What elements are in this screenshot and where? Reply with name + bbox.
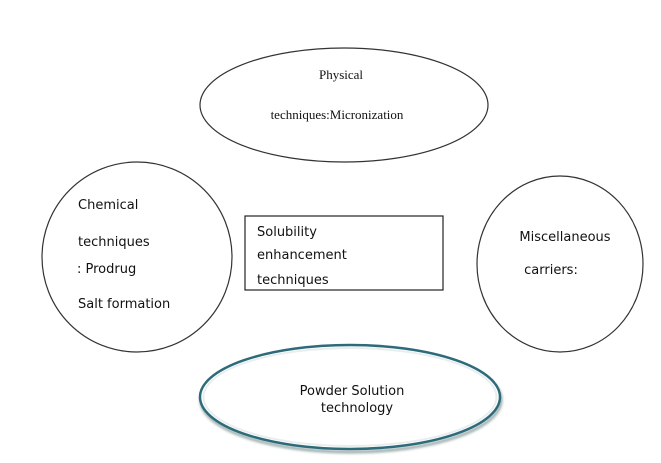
solubility-center-node: Solubility enhancement techniques bbox=[244, 215, 444, 291]
physical-line-1: Physical bbox=[319, 67, 363, 82]
center-line-3: techniques bbox=[257, 273, 329, 288]
chemical-line-1: Chemical bbox=[78, 198, 138, 213]
chemical-techniques-node: Chemical techniques : Prodrug Salt forma… bbox=[41, 161, 233, 353]
chemical-line-2: techniques bbox=[78, 235, 150, 250]
chemical-line-4: Salt formation bbox=[78, 297, 170, 312]
physical-line-2: techniques:Micronization bbox=[271, 107, 404, 122]
miscellaneous-line-1: Miscellaneous bbox=[519, 230, 610, 245]
physical-ellipse bbox=[199, 47, 489, 163]
miscellaneous-line-2: carriers: bbox=[524, 263, 578, 278]
powder-line-1: Powder Solution bbox=[300, 384, 405, 399]
powder-line-2: technology bbox=[321, 401, 393, 416]
powder-solution-node: Powder Solution technology bbox=[198, 343, 503, 454]
center-line-2: enhancement bbox=[257, 248, 347, 263]
center-box bbox=[244, 215, 444, 291]
miscellaneous-node: Miscellaneous carriers: bbox=[476, 175, 644, 353]
powder-inner-ring bbox=[202, 347, 498, 447]
physical-techniques-node: Physical techniques:Micronization bbox=[199, 47, 489, 163]
chemical-circle bbox=[41, 161, 233, 353]
powder-ellipse bbox=[198, 343, 502, 451]
miscellaneous-circle bbox=[476, 175, 644, 353]
chemical-line-3: : Prodrug bbox=[77, 262, 136, 277]
center-line-1: Solubility bbox=[257, 225, 317, 240]
